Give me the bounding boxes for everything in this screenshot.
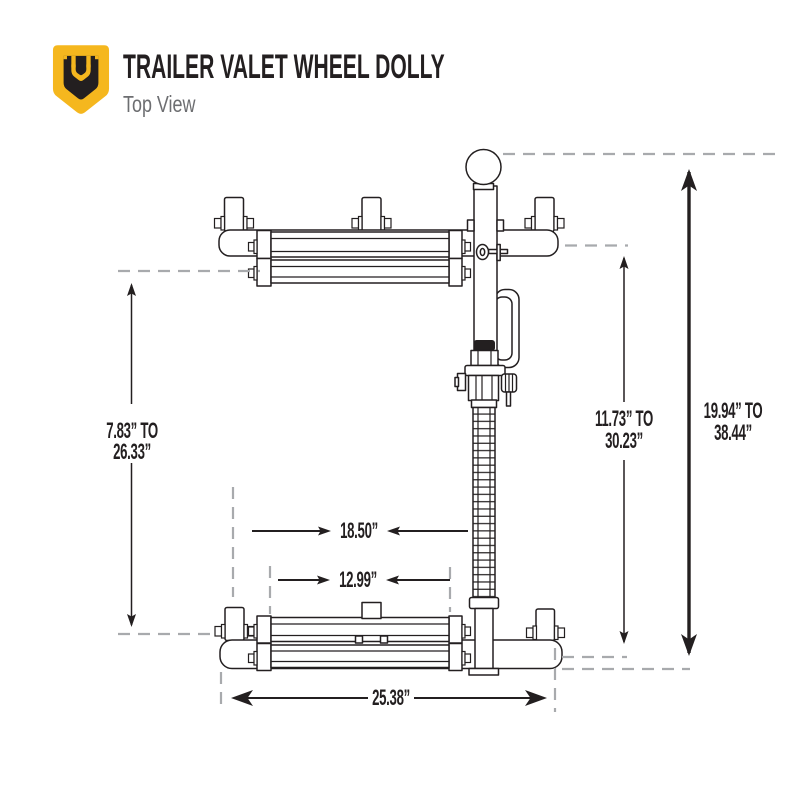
header-titles: TRAILER VALET WHEEL DOLLY Top View xyxy=(123,44,642,116)
dimension-label-left-height-line2: 26.33” xyxy=(113,440,151,464)
dimension-inner-width: 12.99” xyxy=(278,568,450,592)
ratchet-housing xyxy=(467,374,500,402)
bottom-roller-front xyxy=(247,615,472,644)
dimension-label-center-height-line1: 11.73” TO xyxy=(595,407,653,431)
bottom-center-post xyxy=(361,601,382,620)
screw-foot-pad xyxy=(468,667,500,676)
dimension-label-center-height-line2: 30.23” xyxy=(605,429,643,453)
screw-shaft xyxy=(468,406,500,610)
header: TRAILER VALET WHEEL DOLLY Top View xyxy=(52,44,642,116)
screw-collar xyxy=(468,596,500,610)
top-roller-assembly xyxy=(213,196,565,287)
dimension-label-middle-width: 18.50” xyxy=(340,519,378,543)
top-roller-rear xyxy=(247,257,472,287)
trailer-valet-shield-logo-icon xyxy=(52,45,110,114)
bottom-roller-assembly xyxy=(214,601,566,676)
ball-grip xyxy=(465,148,502,186)
dimension-overall-height: 19.94” TO 38.44” xyxy=(681,169,763,656)
extension-dashed-lines xyxy=(118,152,776,712)
dimension-overall-width: 25.38” xyxy=(231,686,547,710)
dimension-label-overall-height-line1: 19.94” TO xyxy=(704,399,763,423)
top-roller-front xyxy=(247,229,472,260)
ratchet-mechanism xyxy=(454,340,518,409)
top-post-nuts xyxy=(213,215,565,231)
bottom-roller-rear xyxy=(247,642,472,672)
screw-shaft-lower xyxy=(474,607,494,670)
dimension-middle-width: 18.50” xyxy=(252,519,468,543)
dimension-label-overall-width: 25.38” xyxy=(372,686,410,710)
page-title: TRAILER VALET WHEEL DOLLY xyxy=(123,48,445,86)
dimension-label-left-height-line1: 7.83” TO xyxy=(106,419,158,443)
ratchet-gear-band xyxy=(473,340,495,351)
page-subtitle: Top View xyxy=(123,91,196,117)
dimension-label-inner-width: 12.99” xyxy=(339,568,377,592)
ratchet-knob xyxy=(500,373,518,407)
dimension-center-height: 11.73” TO 30.23” xyxy=(595,256,653,644)
top-mount-posts xyxy=(223,196,555,233)
handle-post-assembly xyxy=(465,148,520,369)
hitch-pin xyxy=(475,243,509,262)
dimension-left-height: 7.83” TO 26.33” xyxy=(106,283,158,627)
handle-shaft xyxy=(473,185,498,355)
dimension-label-overall-height-line2: 38.44” xyxy=(714,421,752,445)
